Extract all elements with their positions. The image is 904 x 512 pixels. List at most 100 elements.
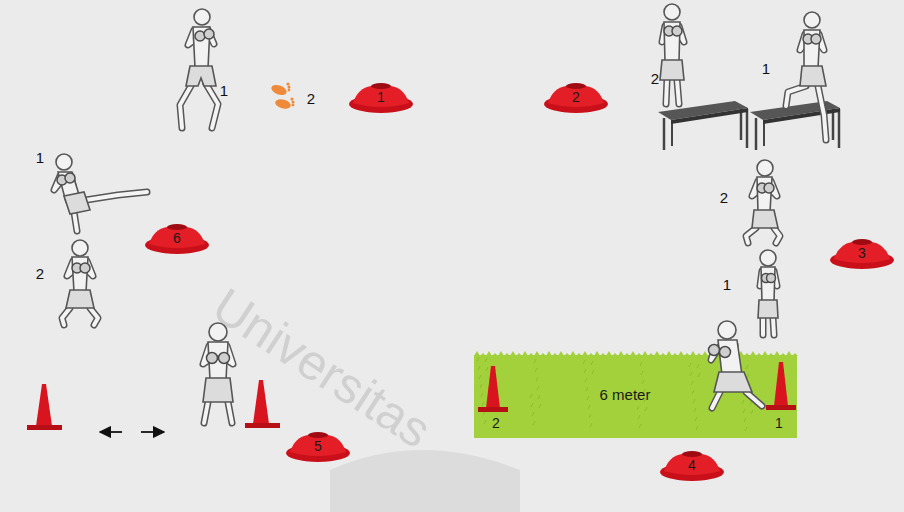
athlete-figure-part [767,274,776,283]
athlete-figure-part [711,345,762,408]
plyo-bench-part [671,120,673,146]
athlete-figure-part [64,192,90,214]
athlete-figure-part [757,160,773,176]
footprints-part [288,89,291,92]
cone-body [353,86,409,107]
traffic-cone-part [774,362,788,406]
grass-area [474,355,797,438]
athlete-figure-part [664,26,674,36]
athlete-figure-part [660,60,684,80]
grass-field: 6 meter21 [474,351,797,438]
footprints-part [292,104,295,107]
athlete-figure-part [672,26,682,36]
athlete-figure-part [194,9,210,25]
athlete-figure-part [711,345,762,408]
marker-cone: 1 [348,80,414,114]
athlete-figure-part [203,378,233,402]
callout-number: 2 [36,266,44,281]
athlete-figure [746,160,780,243]
athlete-figure-part [65,173,75,183]
plyo-bench-part [832,106,835,140]
footprints [270,82,295,110]
athlete-figure-part [762,274,771,283]
callout-number: 1 [36,150,44,165]
athlete-figure-part [761,267,775,302]
marker-cone: 5 [285,429,351,463]
marker-cone: 4 [659,448,725,482]
arrow-symbol-part [100,431,122,433]
callout-number: 2 [651,71,659,86]
athlete-figure-part [804,12,820,28]
athlete-figure-part [72,263,82,273]
athlete-figure [62,240,98,325]
arrow-symbol [100,432,164,433]
athlete-figure-part [193,27,210,68]
footprints-part [274,98,292,111]
station-number: 1 [377,90,385,104]
traffic-cone-part [486,366,500,408]
athlete-figure-part [58,172,80,202]
cone-hole [308,432,328,438]
athlete-figure-part [72,240,88,256]
athlete-figure [660,4,684,104]
athlete-figure-part [714,372,752,392]
athlete-figure-part [718,340,742,375]
athlete-figure-part [204,29,214,39]
marker-cone: 6 [144,221,210,255]
athlete-figure-part [746,181,780,243]
footprints-part [286,82,289,85]
athlete-figure-part [56,154,72,170]
athlete-figure-part [786,34,826,140]
athlete-figure-part [760,271,777,335]
plyo-bench-part [763,120,765,146]
athlete-figure-part [800,66,826,86]
athlete-figure-part [186,66,216,86]
athlete-figure-part [752,210,778,228]
athlete-figure-part [207,353,218,364]
plyo-bench-part [763,108,840,124]
athlete-figure-part [758,300,778,318]
athlete-figure-part [66,290,94,308]
athlete-figure-part [203,346,233,423]
marker-cone: 2 [543,80,609,114]
cone-body [664,454,720,475]
athlete-figure-part [811,34,821,44]
athlete-figure-part [804,30,820,68]
athlete-figure-part [180,30,218,128]
athlete-figure-part [786,34,826,140]
callout-number: 1 [723,277,731,292]
traffic-cone-part [27,425,62,430]
station-number: 5 [314,439,322,453]
footprints-part [292,101,295,104]
athlete-figure [709,321,763,408]
callout-number: 2 [307,91,315,106]
footprints-part [290,97,293,100]
athlete-figure-part [57,175,67,185]
athlete-figure-part [195,31,205,41]
athlete-figure-part [203,346,233,423]
athlete-figure-part [54,176,147,231]
watermark-shape [330,450,520,512]
athlete-figure-part [662,26,684,104]
traffic-cone-part [766,405,796,410]
athlete-figure-part [764,183,774,193]
traffic-cone-part [245,423,280,428]
plyo-bench-part [740,106,743,140]
athlete-figure-part [746,181,780,243]
cone-body [834,242,890,263]
plyo-bench-part [663,118,666,150]
grass-fringe [474,351,798,356]
cone-body [548,86,604,107]
plyo-bench-part [838,109,841,148]
athlete-figure-part [760,271,777,335]
station-number: 6 [173,231,181,245]
athlete-figure [203,323,233,423]
athlete-figure-part [664,4,680,20]
athlete-figure-part [54,176,147,231]
cone-hole [682,451,702,457]
athlete-figure-part [757,177,772,212]
watermark-shape-part [330,450,520,512]
